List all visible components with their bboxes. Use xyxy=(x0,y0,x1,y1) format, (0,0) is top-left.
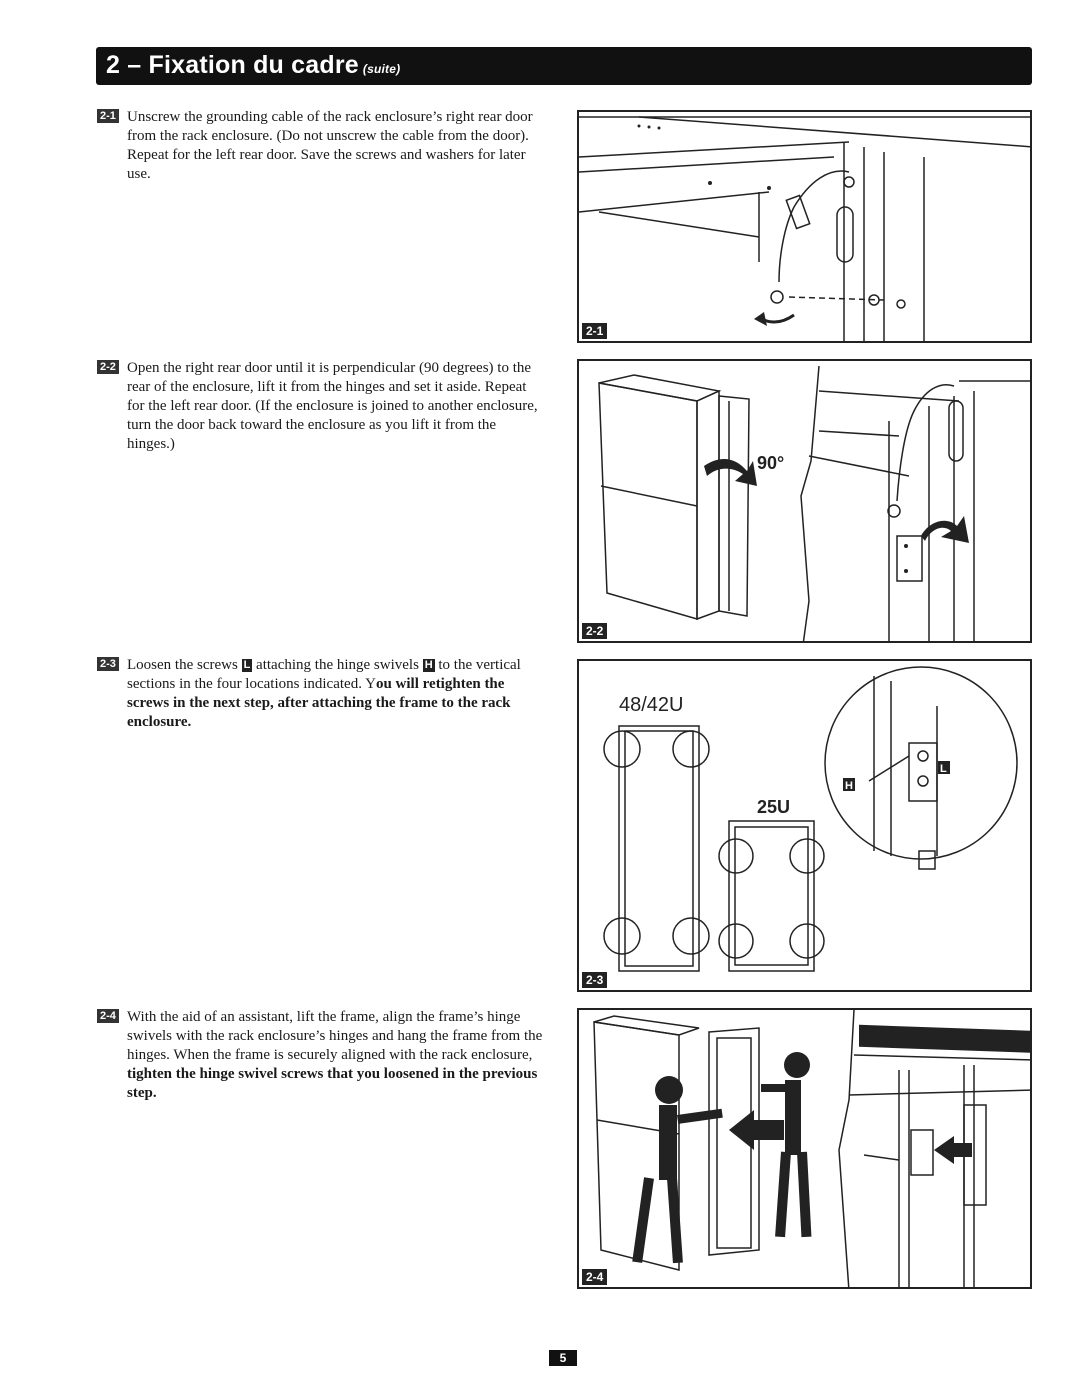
step-text: Unscrew the grounding cable of the rack … xyxy=(127,109,533,182)
figure-2-4: 2-4 xyxy=(577,1008,1032,1289)
figure-label: 2-1 xyxy=(582,323,608,339)
step-text: Open the right rear door until it is per… xyxy=(127,360,538,452)
figure-2-1: 2-1 xyxy=(577,110,1032,343)
page-number: 5 xyxy=(549,1350,577,1366)
figure-label: 2-3 xyxy=(582,972,608,988)
step-text-part: to the vertical sections in the four loc… xyxy=(127,657,521,692)
door-removal-illustration: 90° xyxy=(598,365,1030,641)
step-number: 2-2 xyxy=(97,360,119,374)
figure-label: 2-2 xyxy=(582,623,608,639)
step-text: Loosen the screws L attaching the hinge … xyxy=(127,656,547,732)
step-text-part: Loosen the screws xyxy=(127,657,238,673)
step-text: With the aid of an assistant, lift the f… xyxy=(127,1008,547,1103)
step-text-part: attaching the hinge swivels xyxy=(256,657,419,673)
size-label-large: 48/42U xyxy=(619,694,684,716)
angle-label: 90° xyxy=(757,453,784,473)
step-text-part: With the aid of an assistant, lift the f… xyxy=(127,1009,543,1063)
section-title: 2 – Fixation du cadre(suite) xyxy=(106,51,401,79)
step-text-bold: ou will retighten the screws in the next… xyxy=(127,676,511,730)
hinge-key-h: H xyxy=(422,659,435,672)
step-2-4: 2-4 With the aid of an assistant, lift t… xyxy=(97,1008,547,1103)
figure-2-3: 48/42U 25U L H 2-3 xyxy=(577,659,1032,992)
callout-h: H xyxy=(845,780,853,792)
figure-label: 2-4 xyxy=(582,1269,608,1285)
frame-mounting-illustration xyxy=(593,1010,1030,1287)
step-number: 2-1 xyxy=(97,109,119,123)
step-2-3: 2-3 Loosen the screws L attaching the hi… xyxy=(97,656,547,732)
step-number: 2-3 xyxy=(97,657,119,671)
figure-2-2: 90° 2-2 xyxy=(577,359,1032,643)
screw-key-l: L xyxy=(241,659,253,672)
hinge-swivel-illustration: 48/42U 25U L H xyxy=(603,666,1018,972)
section-subtitle: (suite) xyxy=(362,62,401,76)
callout-l: L xyxy=(940,763,947,775)
size-label-small: 25U xyxy=(757,797,790,817)
step-2-1: 2-1 Unscrew the grounding cable of the r… xyxy=(97,108,547,184)
step-text-bold: tighten the hinge swivel screws that you… xyxy=(127,1066,538,1101)
grounding-cable-illustration xyxy=(579,116,1030,341)
step-number: 2-4 xyxy=(97,1009,119,1023)
step-2-2: 2-2 Open the right rear door until it is… xyxy=(97,359,547,454)
section-header: 2 – Fixation du cadre(suite) xyxy=(96,47,1032,85)
